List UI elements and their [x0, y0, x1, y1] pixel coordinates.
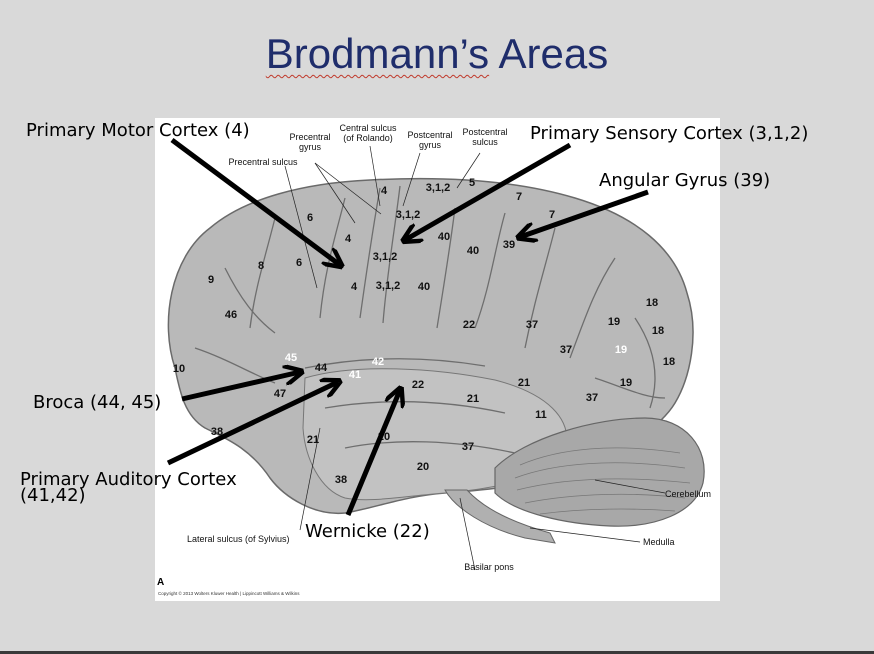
area-number: 10	[173, 363, 185, 375]
area-number: 19	[608, 316, 620, 328]
area-number: 40	[418, 281, 430, 293]
callout-angular-gyrus: Angular Gyrus (39)	[599, 170, 771, 191]
area-number: 21	[518, 377, 530, 389]
area-number: 37	[526, 319, 538, 331]
callout-wernicke: Wernicke (22)	[305, 521, 430, 542]
area-number: 11	[535, 409, 547, 421]
area-number: 7	[516, 191, 522, 203]
area-number: 37	[560, 344, 572, 356]
area-number: 37	[586, 392, 598, 404]
callout-primary-auditory: Primary Auditory Cortex	[20, 469, 237, 490]
central-sulcus-label-line2: (of Rolando)	[343, 133, 393, 143]
area-number: 22	[463, 319, 475, 331]
area-number: 18	[646, 297, 658, 309]
callout-primary-sensory: Primary Sensory Cortex (3,1,2)	[530, 123, 809, 144]
area-number: 45	[285, 352, 297, 364]
area-number: 19	[615, 344, 627, 356]
cerebellum-folia	[514, 447, 691, 515]
area-number: 19	[620, 377, 632, 389]
basilar-pons-label: Basilar pons	[464, 562, 514, 572]
area-number: 46	[225, 309, 237, 321]
area-number: 40	[467, 245, 479, 257]
area-number: 4	[351, 281, 358, 293]
area-number: 6	[307, 212, 313, 224]
cerebellum-label: Cerebellum	[665, 489, 711, 499]
area-number: 21	[467, 393, 479, 405]
medulla-label: Medulla	[643, 537, 675, 547]
postcentral-gyrus-label-line2: gyrus	[419, 140, 442, 150]
area-number: 38	[335, 474, 347, 486]
callout-primary-auditory-line2: (41,42)	[20, 485, 86, 506]
area-number: 3,1,2	[426, 182, 450, 194]
area-number: 37	[462, 441, 474, 453]
area-number: 47	[274, 388, 286, 400]
precentral-sulcus-label: Precentral sulcus	[228, 157, 298, 167]
precentral-gyrus-label: Precentral	[289, 132, 330, 142]
lateral-sulcus-label: Lateral sulcus (of Sylvius)	[187, 534, 290, 544]
area-number: 5	[469, 177, 475, 189]
area-number: 18	[663, 356, 675, 368]
area-number: 39	[503, 239, 515, 251]
area-number: 6	[296, 257, 302, 269]
area-number: 9	[208, 274, 214, 286]
figure-credit: Copyright © 2013 Wolters Kluwer Health |…	[158, 591, 300, 596]
area-number: 4	[345, 233, 352, 245]
area-number: 8	[258, 260, 264, 272]
area-number: 4	[381, 185, 388, 197]
area-number: 41	[349, 369, 361, 381]
precentral-gyrus-label-line2: gyrus	[299, 142, 322, 152]
area-number: 3,1,2	[373, 251, 397, 263]
area-number: 7	[549, 209, 555, 221]
area-number: 38	[211, 426, 223, 438]
area-number: 18	[652, 325, 664, 337]
area-number: 21	[307, 434, 319, 446]
area-number: 3,1,2	[396, 209, 420, 221]
area-number: 22	[412, 379, 424, 391]
sulci-lines	[194, 185, 666, 454]
figure-letter: A	[157, 577, 165, 588]
area-number: 44	[315, 362, 328, 374]
area-number: 42	[372, 356, 384, 368]
postcentral-gyrus-label: Postcentral	[407, 130, 452, 140]
postcentral-sulcus-label: Postcentral	[462, 127, 507, 137]
area-number: 20	[378, 431, 390, 443]
slide-title: Brodmann’s Areas	[265, 30, 609, 77]
postcentral-sulcus-label-line2: sulcus	[472, 137, 498, 147]
callout-primary-motor: Primary Motor Cortex (4)	[26, 120, 250, 141]
area-number: 3,1,2	[376, 280, 400, 292]
area-number: 20	[417, 461, 429, 473]
central-sulcus-label: Central sulcus	[339, 123, 397, 133]
area-number: 40	[438, 231, 450, 243]
callout-broca: Broca (44, 45)	[33, 392, 162, 413]
